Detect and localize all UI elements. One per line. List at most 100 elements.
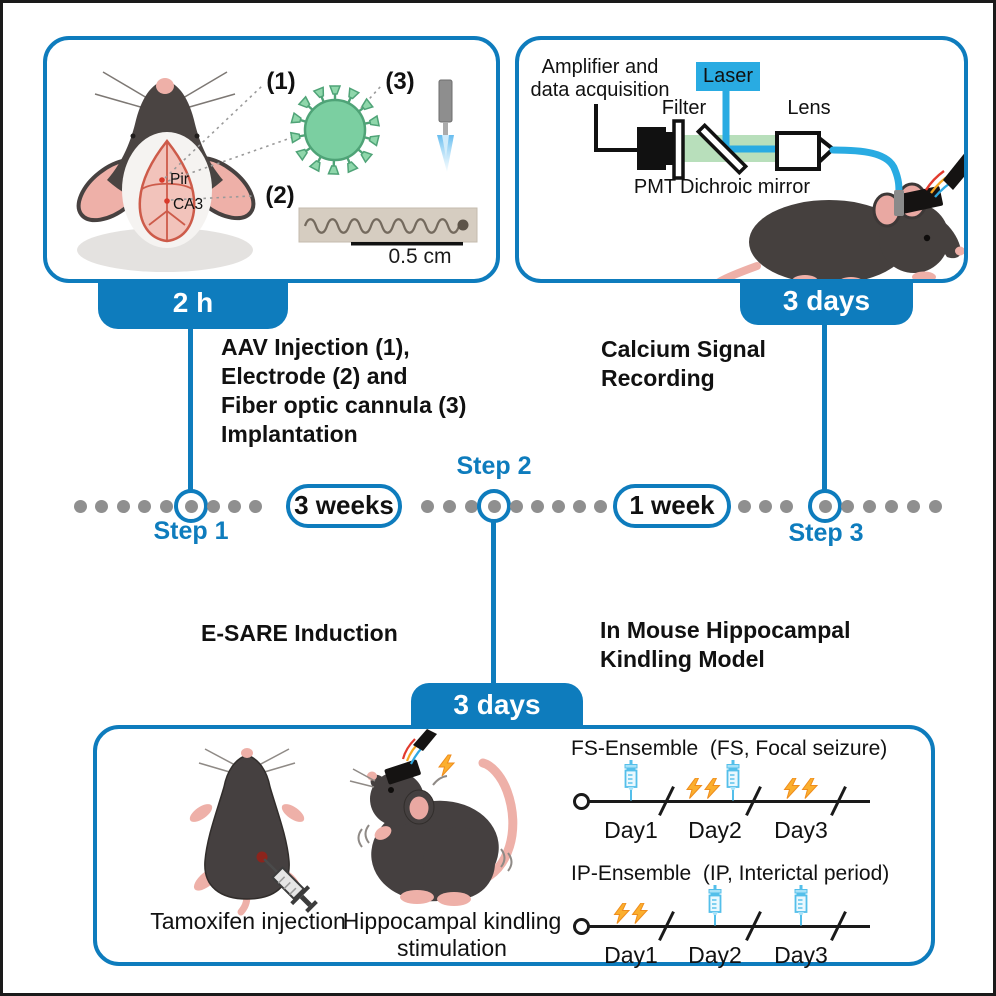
- timeline-dot: [138, 499, 151, 513]
- filter-label: Filter: [661, 97, 707, 119]
- step1-description: AAV Injection (1), Electrode (2) and Fib…: [221, 334, 467, 447]
- timeline-dot: [95, 499, 108, 513]
- connector-step3: [822, 321, 827, 491]
- laser-beam-horizontal: [726, 145, 779, 153]
- whiskers: [94, 71, 236, 109]
- day-icons: [613, 883, 649, 926]
- syringe-icon: [726, 760, 740, 801]
- pir-site-dot: [159, 177, 165, 183]
- day-icons: [620, 758, 642, 801]
- lightning-icon: [631, 903, 649, 924]
- lightning-icon: [686, 778, 703, 799]
- dichroic-mirror: [695, 122, 749, 176]
- kindling-mouse: [349, 729, 518, 906]
- step2-description-left: E-SARE Induction: [201, 620, 398, 646]
- timeline-dot: [818, 499, 832, 513]
- caption-tamoxifen: Tamoxifen injection: [150, 908, 346, 934]
- timeline-dot: [862, 499, 876, 513]
- timeline-dot: [840, 499, 854, 513]
- timeline-dot: [73, 499, 87, 513]
- timeline-dot: [116, 499, 130, 513]
- fiber-cable: [829, 146, 903, 198]
- right-eye: [194, 133, 200, 139]
- laser-label: Laser: [696, 62, 760, 91]
- callout-label-1: (1): [266, 68, 296, 95]
- timeline-dot: [779, 499, 793, 513]
- fiber-cannula-icon: [437, 79, 454, 172]
- ensemble-block-fs: FS-Ensemble (FS, Focal seizure) Day1 Day2 D…: [567, 737, 897, 849]
- timeline-start-circle: [573, 792, 590, 810]
- head-shadow: [77, 228, 253, 272]
- laser-beam-vertical: [722, 90, 730, 152]
- day-label: Day2: [688, 817, 742, 843]
- syringe-icon: [794, 885, 808, 926]
- timeline-dot: [572, 499, 586, 513]
- kindling-mice-illustration: [189, 729, 518, 916]
- step3-label: Step 3: [788, 519, 864, 547]
- dichroic-label: Dichroic mirror: [680, 176, 810, 198]
- day-label: Day1: [604, 942, 658, 968]
- lightning-icon: [704, 778, 721, 799]
- timeline-dot: [248, 499, 262, 513]
- syringe-icon: [624, 760, 638, 801]
- timeline-dot: [928, 499, 942, 513]
- lightning-icon: [613, 903, 631, 924]
- timeline-dot: [206, 499, 220, 513]
- timeline-dot: [551, 499, 565, 513]
- timeline-dot: [906, 499, 920, 513]
- photometry-setup-illustration: [594, 90, 964, 279]
- day-icons: [686, 758, 744, 801]
- day-icons: [704, 883, 726, 926]
- amplifier-label: Amplifier and data acquisition: [530, 56, 670, 101]
- caption-kindling: Hippocampal kindling stimulation: [342, 908, 562, 961]
- aav-virus-icon: [289, 84, 381, 176]
- timeline-dot: [487, 499, 501, 513]
- ensemble-title: IP-Ensemble (IP, Interictal period): [571, 862, 890, 885]
- timeline-dot: [420, 499, 434, 513]
- timeline-dot: [184, 499, 198, 513]
- day-icons: [783, 758, 819, 801]
- pmt-label: PMT: [633, 176, 677, 198]
- callout-label-3: (3): [385, 68, 415, 95]
- timeline-line: [589, 924, 870, 928]
- step2-label: Step 2: [456, 452, 532, 480]
- timeline-dot: [159, 499, 173, 513]
- filter: [672, 119, 685, 180]
- panel-surgery: (1) (3) (2) Pir CA3 0.5 cm: [43, 36, 500, 283]
- timeline-line: [589, 799, 870, 803]
- timeline-dot: [758, 499, 772, 513]
- connector-step2: [491, 521, 496, 687]
- step2-description-right: In Mouse Hippocampal Kindling Model: [600, 617, 851, 672]
- day-label: Day3: [774, 942, 828, 968]
- lens: [775, 131, 837, 171]
- callout-label-2: (2): [265, 182, 295, 209]
- lightning-icon: [438, 754, 456, 777]
- left-eye: [130, 133, 136, 139]
- timeline-dot: [530, 499, 544, 513]
- badge-3days-recording: 3 days: [740, 280, 913, 325]
- day-label: Day1: [604, 817, 658, 843]
- lightning-icon: [801, 778, 819, 799]
- ca3-label: CA3: [173, 196, 204, 213]
- day-label: Day3: [774, 817, 828, 843]
- timeline-start-circle: [573, 917, 590, 935]
- panel-kindling: Tamoxifen injection Hippocampal kindling…: [93, 725, 935, 968]
- scale-bar: [351, 242, 463, 246]
- ensemble-title: FS-Ensemble (FS, Focal seizure): [571, 737, 888, 760]
- timeline-dot: [593, 499, 607, 513]
- brain: [138, 138, 196, 243]
- syringe-icon: [708, 885, 722, 926]
- badge-2h: 2 h: [98, 280, 288, 329]
- nose: [156, 78, 174, 94]
- timeline-dot: [509, 499, 523, 513]
- interval-3weeks: 3 weeks: [286, 484, 402, 528]
- interval-1week: 1 week: [613, 484, 731, 528]
- amplifier-cable: [594, 104, 639, 152]
- timeline-dot: [227, 499, 241, 513]
- motion-marks: [357, 775, 513, 872]
- connector-step1: [188, 325, 193, 491]
- electrode-photo: [298, 207, 478, 243]
- panel-recording: Amplifier and data acquisition Laser Fil…: [515, 36, 968, 283]
- pmt: [637, 127, 674, 170]
- timeline-dot: [737, 499, 751, 513]
